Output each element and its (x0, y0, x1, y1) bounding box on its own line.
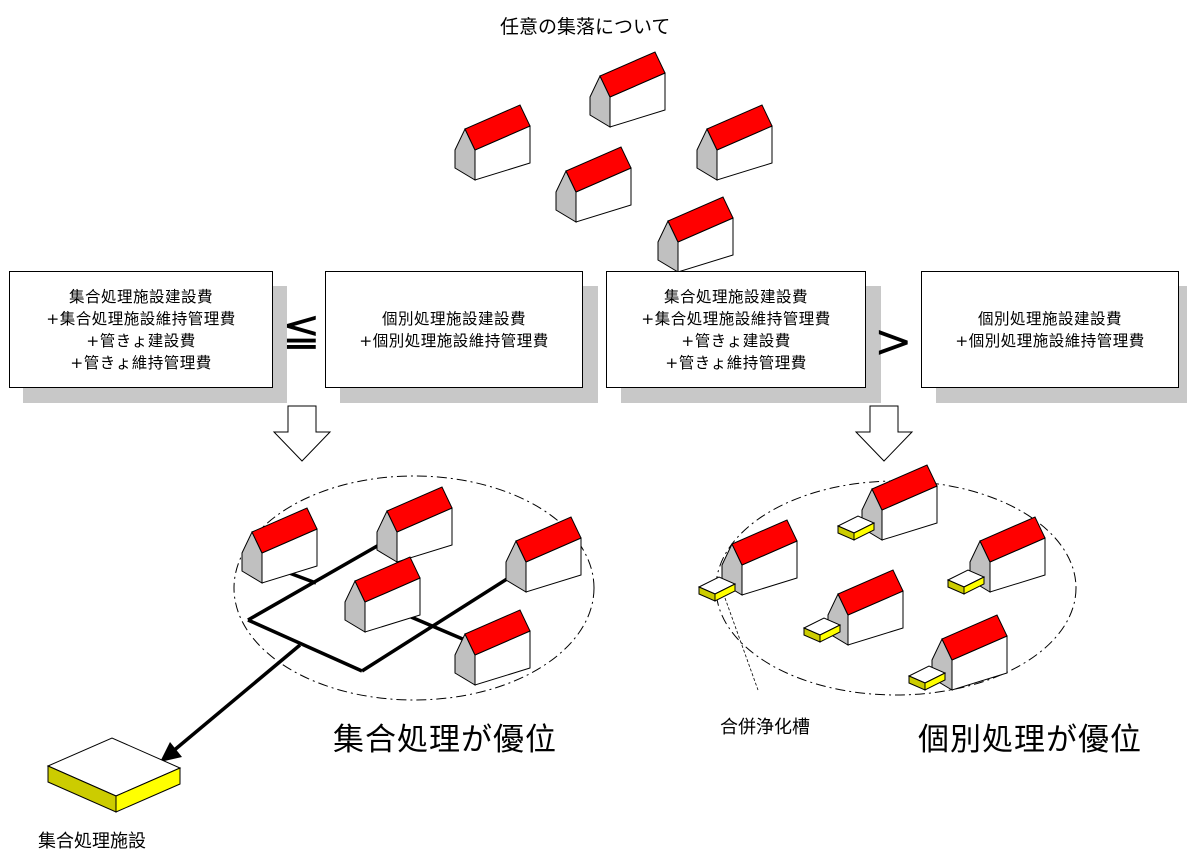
treatment-facility-icon (46, 737, 182, 813)
left-individual-cost-box: 個別処理施設建設費 +個別処理施設維持管理費 (325, 271, 583, 388)
cost-line: 集合処理施設建設費 (68, 287, 213, 306)
house-icon (589, 51, 666, 128)
less-or-equal-operator: ≦ (282, 302, 321, 356)
diagram-title: 任意の集落について (500, 16, 671, 38)
house-icon (376, 486, 453, 563)
collective-area-boundary (233, 475, 595, 701)
cost-line: 個別処理施設建設費 (977, 309, 1122, 328)
house-icon (696, 104, 773, 181)
individual-result-label: 個別処理が優位 (918, 722, 1142, 758)
sewer-pipe-network (170, 539, 519, 754)
cost-line: +個別処理施設維持管理費 (359, 331, 549, 350)
cost-line: +個別処理施設維持管理費 (955, 331, 1145, 350)
house-icon (555, 146, 632, 223)
septic-tank-leader-line (724, 597, 759, 691)
house-icon (657, 196, 734, 273)
house-icon (454, 104, 531, 181)
cost-line: +管きょ建設費 (86, 331, 196, 350)
house-icon (827, 569, 904, 646)
down-arrow-icon (273, 405, 331, 462)
right-collective-cost-box: 集合処理施設建設費 +集合処理施設維持管理費 +管きょ建設費 +管きょ維持管理費 (606, 271, 866, 388)
house-icon (505, 516, 582, 593)
cost-line: +集合処理施設維持管理費 (46, 309, 236, 328)
cost-line: +管きょ建設費 (681, 331, 791, 350)
cost-line: +管きょ維持管理費 (70, 353, 212, 372)
septic-tank-label: 合併浄化槽 (720, 717, 810, 738)
house-icon (344, 556, 421, 633)
flow-arrowhead-icon (160, 742, 182, 762)
collective-result-label: 集合処理が優位 (333, 722, 557, 758)
right-individual-cost-box: 個別処理施設建設費 +個別処理施設維持管理費 (921, 271, 1179, 388)
cost-line: 集合処理施設建設費 (663, 287, 808, 306)
left-collective-cost-box: 集合処理施設建設費 +集合処理施設維持管理費 +管きょ建設費 +管きょ維持管理費 (9, 271, 273, 388)
house-icon (454, 609, 531, 686)
house-icon (241, 507, 318, 584)
cost-line: +集合処理施設維持管理費 (641, 309, 831, 328)
greater-than-operator: > (874, 314, 913, 368)
treatment-facility-label: 集合処理施設 (38, 831, 146, 852)
cost-line: +管きょ維持管理費 (665, 353, 807, 372)
down-arrow-icon (855, 405, 913, 462)
cost-line: 個別処理施設建設費 (381, 309, 526, 328)
